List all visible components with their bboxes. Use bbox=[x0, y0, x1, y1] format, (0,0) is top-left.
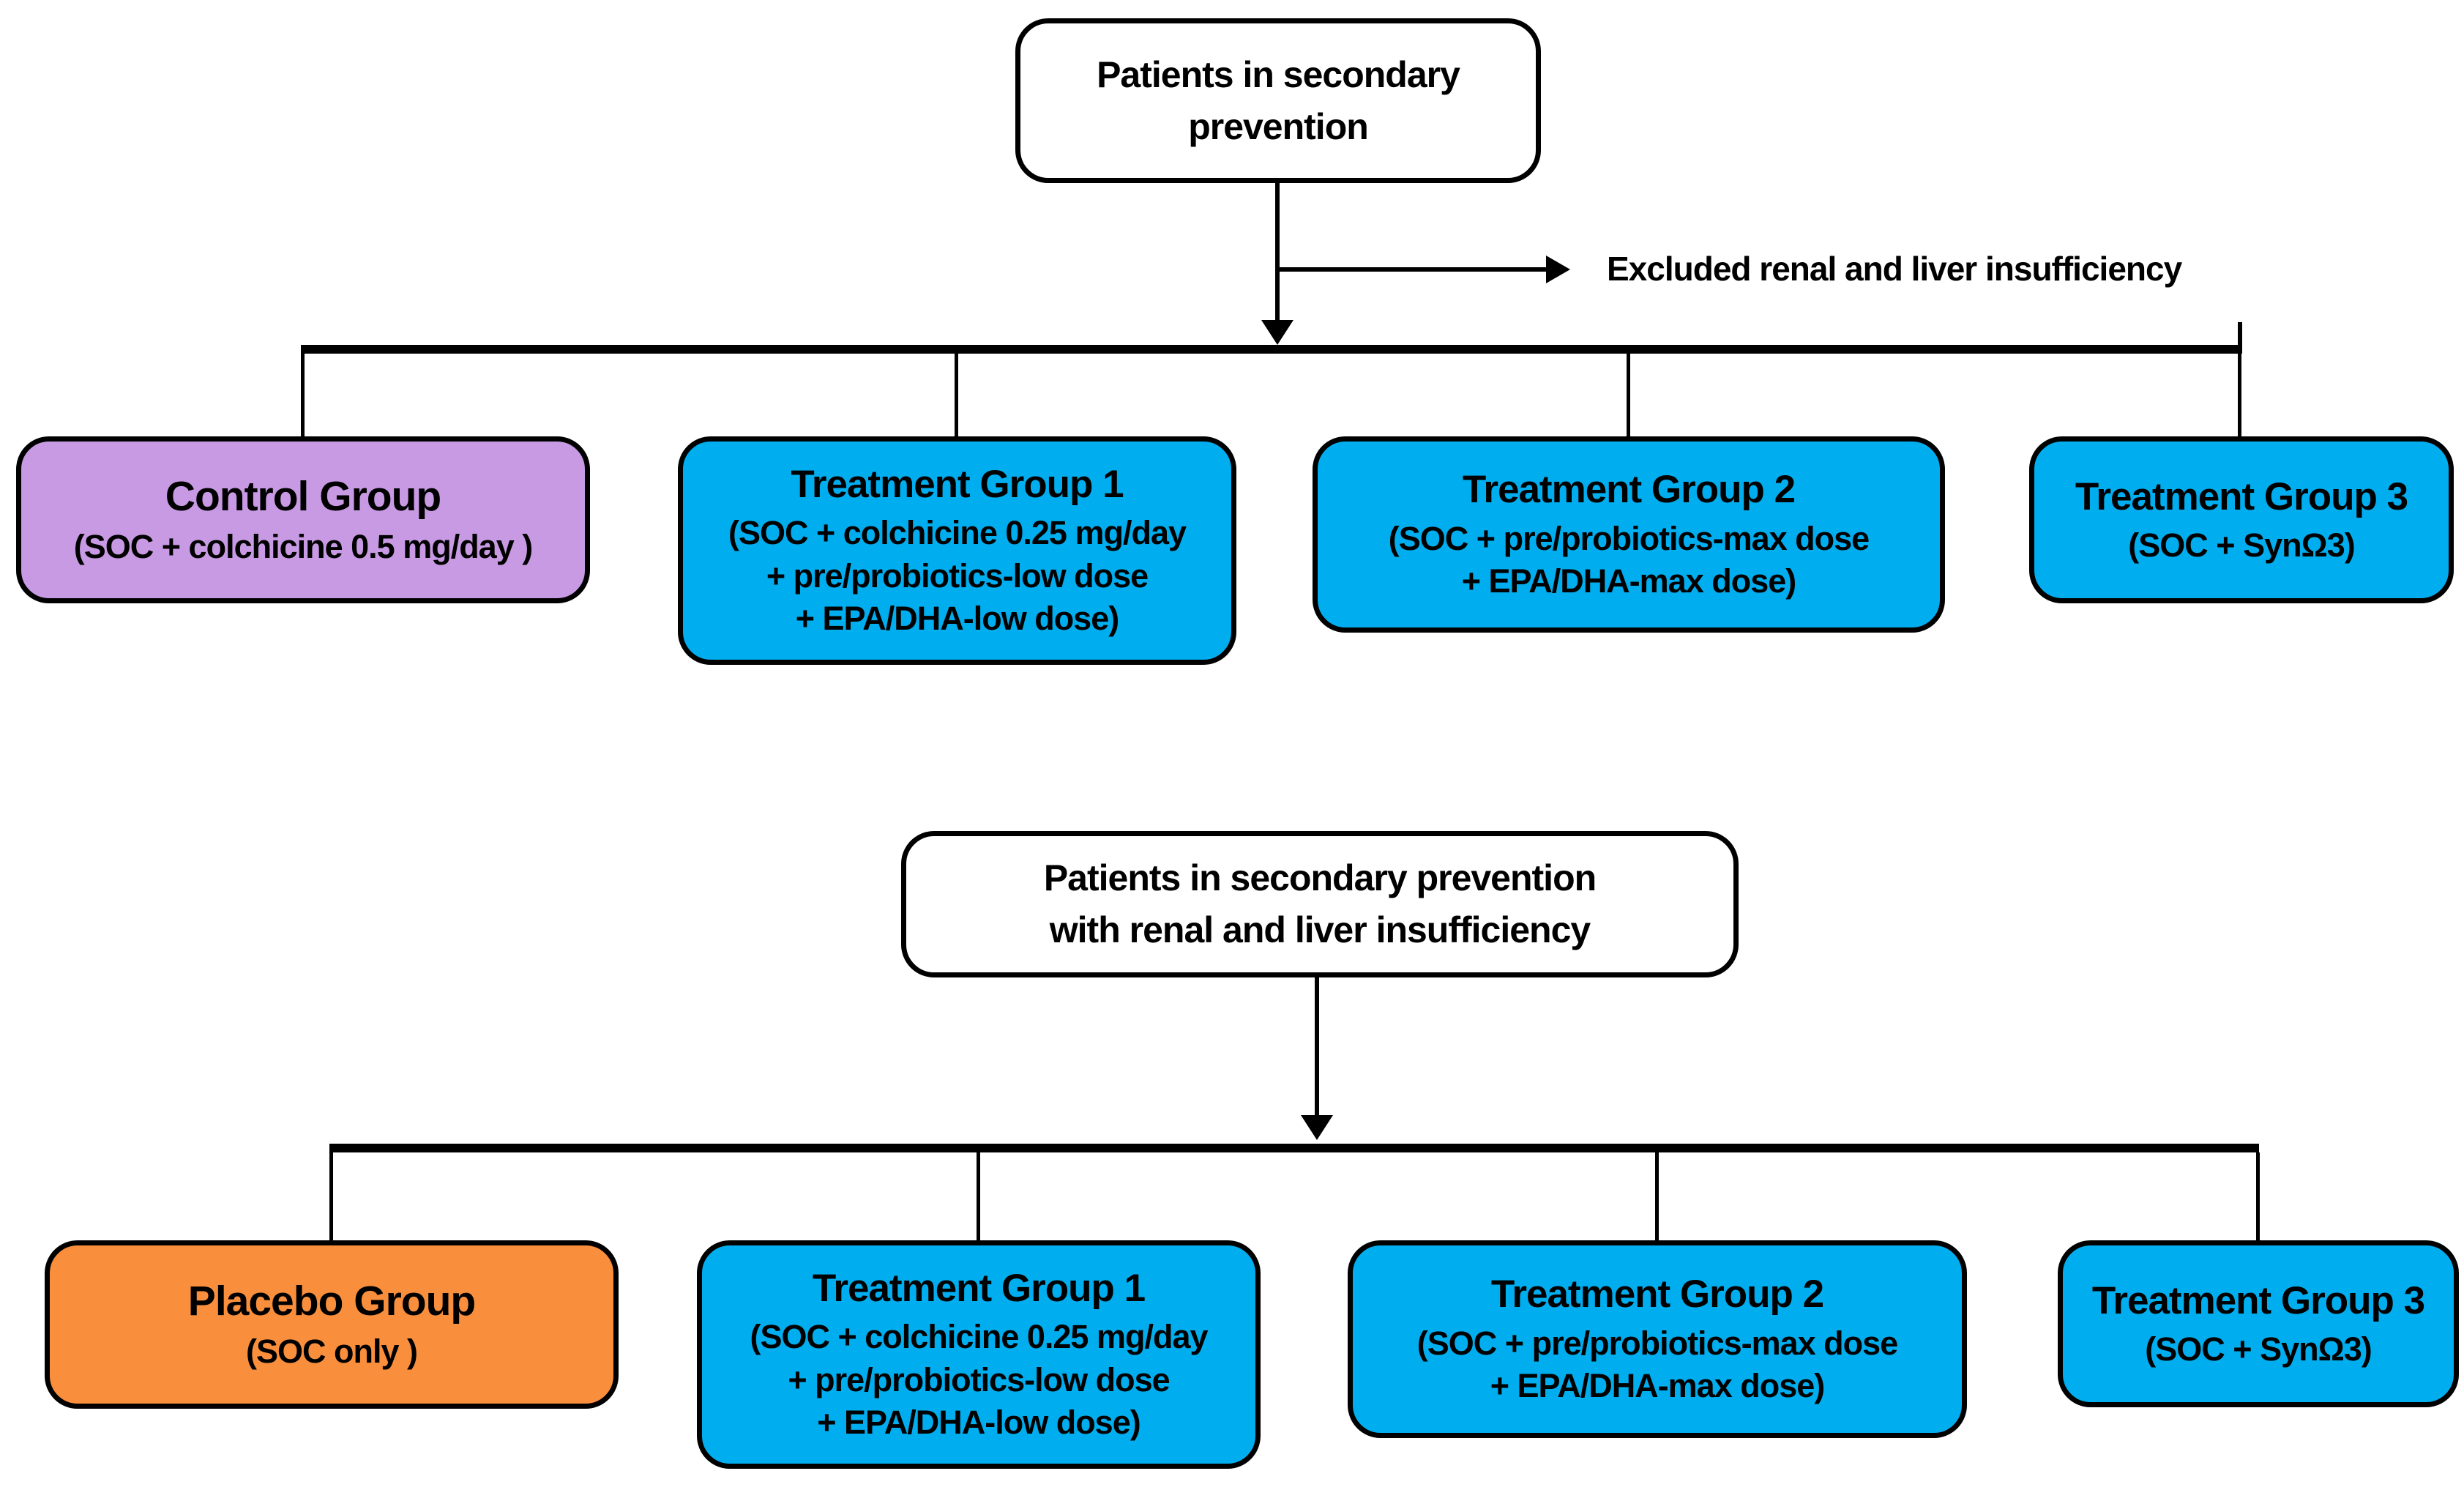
group-detail: (SOC + colchicine 0.25 mg/day + pre/prob… bbox=[728, 514, 1187, 638]
root-box-label: Patients in secondary prevention with re… bbox=[1043, 857, 1597, 950]
root-box-secondary-prevention: Patients in secondary prevention bbox=[1015, 18, 1541, 183]
group-box-treatment-2-bottom: Treatment Group 2 (SOC + pre/probiotics-… bbox=[1348, 1240, 1967, 1438]
root-box-label: Patients in secondary prevention bbox=[1097, 53, 1460, 147]
stem-line-bottom bbox=[1315, 977, 1319, 1117]
drop-line bbox=[2238, 354, 2241, 438]
group-title: Treatment Group 2 bbox=[1462, 468, 1796, 512]
group-detail: (SOC + colchicine 0.5 mg/day ) bbox=[73, 528, 533, 566]
group-box-treatment-2: Treatment Group 2 (SOC + pre/probiotics-… bbox=[1313, 436, 1945, 633]
stem-line-top bbox=[1275, 183, 1280, 324]
group-box-treatment-1: Treatment Group 1 (SOC + colchicine 0.25… bbox=[678, 436, 1236, 665]
group-box-control: Control Group (SOC + colchicine 0.5 mg/d… bbox=[16, 436, 590, 603]
connector-bar-bottom bbox=[329, 1144, 2259, 1152]
group-box-treatment-3-bottom: Treatment Group 3 (SOC + SynΩ3) bbox=[2058, 1240, 2459, 1407]
drop-line bbox=[1627, 354, 1630, 438]
group-detail: (SOC + pre/probiotics-max dose + EPA/DHA… bbox=[1416, 1324, 1898, 1405]
drop-line bbox=[1655, 1152, 1659, 1240]
group-title: Control Group bbox=[165, 473, 441, 521]
group-title: Treatment Group 3 bbox=[2091, 1278, 2425, 1322]
drop-line bbox=[2256, 1152, 2260, 1240]
group-detail: (SOC only ) bbox=[246, 1333, 418, 1371]
connector-bar-top bbox=[301, 345, 2242, 354]
excluded-branch-line bbox=[1277, 267, 1550, 272]
root-box-renal-liver-insufficiency: Patients in secondary prevention with re… bbox=[901, 831, 1739, 977]
drop-line bbox=[329, 1152, 333, 1240]
right-arrowhead-icon bbox=[1546, 256, 1570, 283]
connector-end-stub bbox=[2238, 322, 2242, 345]
drop-line bbox=[955, 354, 958, 438]
group-title: Placebo Group bbox=[187, 1278, 476, 1325]
group-title: Treatment Group 2 bbox=[1490, 1273, 1824, 1316]
group-box-placebo: Placebo Group (SOC only ) bbox=[45, 1240, 619, 1409]
group-title: Treatment Group 1 bbox=[812, 1267, 1146, 1311]
group-box-treatment-3: Treatment Group 3 (SOC + SynΩ3) bbox=[2029, 436, 2454, 603]
group-title: Treatment Group 1 bbox=[791, 463, 1124, 507]
drop-line bbox=[301, 354, 305, 438]
drop-line bbox=[977, 1152, 980, 1240]
group-detail: (SOC + pre/probiotics-max dose + EPA/DHA… bbox=[1388, 519, 1870, 600]
group-detail: (SOC + colchicine 0.25 mg/day + pre/prob… bbox=[750, 1318, 1209, 1442]
down-arrowhead-top bbox=[1261, 320, 1293, 345]
down-arrowhead-bottom bbox=[1301, 1115, 1333, 1140]
group-title: Treatment Group 3 bbox=[2075, 474, 2408, 518]
group-detail: (SOC + SynΩ3) bbox=[2145, 1330, 2372, 1368]
group-box-treatment-1-bottom: Treatment Group 1 (SOC + colchicine 0.25… bbox=[697, 1240, 1261, 1469]
excluded-note: Excluded renal and liver insufficiency bbox=[1607, 250, 2182, 288]
group-detail: (SOC + SynΩ3) bbox=[2128, 526, 2355, 564]
